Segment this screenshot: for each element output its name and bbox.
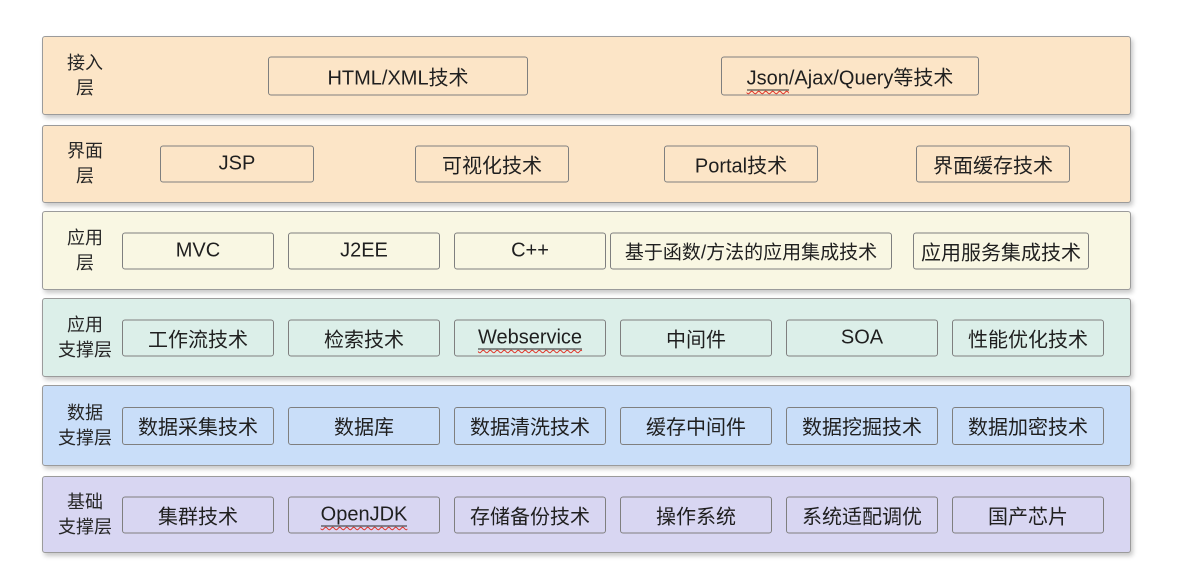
tech-box-label: Json/Ajax/Query等技术 [746,67,954,90]
layer-label-line: 界面 [67,141,103,161]
tech-box-label: 数据库 [334,417,394,439]
tech-box-label: 集群技术 [158,506,238,528]
app-support-layer-band: 应用支撑层 工作流技术 检索技术 Webservice 中间件 SOA 性能优化技术 [42,298,1131,377]
tech-box: 可视化技术 [415,145,569,183]
tech-box-label: J2EE [340,239,388,261]
tech-box: 系统适配调优 [786,496,938,533]
tech-box: 缓存中间件 [620,406,772,445]
tech-box: HTML/XML技术 [268,56,528,95]
tech-box: 集群技术 [122,496,274,533]
tech-box: JSP [160,145,314,183]
layer-label-line: 数据 [67,402,103,423]
tech-box-label: 存储备份技术 [470,506,590,528]
layer-label-line: 支撑层 [58,339,112,360]
tech-box-label: 性能优化技术 [968,329,1088,351]
access-layer-band: 接入层 HTML/XML技术 Json/Ajax/Query等技术 [42,36,1131,115]
tech-box: Json/Ajax/Query等技术 [721,56,979,95]
tech-box-label: 数据挖掘技术 [802,417,922,439]
layer-label-line: 应用 [67,227,103,248]
layer-label-line: 应用 [67,314,103,335]
tech-box-label: 数据采集技术 [138,417,258,439]
tech-box: Webservice [454,319,606,356]
tech-box: OpenJDK [288,496,440,533]
tech-box-label: JSP [218,152,256,175]
tech-box: 数据挖掘技术 [786,406,938,445]
tech-box-label: C++ [511,239,549,261]
layer-label-line: 层 [76,77,94,98]
tech-box: 国产芯片 [952,496,1104,533]
data-support-layer-label: 数据支撑层 [47,401,123,451]
tech-box: 基于函数/方法的应用集成技术 [610,232,892,269]
tech-box-label: 检索技术 [324,329,404,351]
misspelled-word: Json [746,67,789,90]
tech-box: Portal技术 [664,145,818,183]
tech-box: 检索技术 [288,319,440,356]
layer-label-line: 基础 [67,491,103,512]
tech-box-label: 应用服务集成技术 [921,242,1081,264]
tech-box: 操作系统 [620,496,772,533]
tech-box: 应用服务集成技术 [913,232,1089,269]
ui-layer-label: 界面层 [47,139,123,189]
tech-box-label: OpenJDK [320,503,408,526]
tech-box-label: 中间件 [666,329,726,351]
layer-label-line: 支撑层 [58,427,112,448]
tech-box-label: 操作系统 [656,506,736,528]
tech-box-label: 工作流技术 [148,329,248,351]
access-layer-label: 接入层 [47,51,123,101]
tech-box: 性能优化技术 [952,319,1104,356]
tech-box: C++ [454,232,606,269]
tech-box-label: 界面缓存技术 [933,155,1053,178]
tech-box: 数据清洗技术 [454,406,606,445]
tech-box-label: HTML/XML技术 [327,67,469,89]
tech-box-label: 数据清洗技术 [470,417,590,439]
misspelled-word: OpenJDK [320,503,408,526]
tech-box: SOA [786,319,938,356]
application-layer-band: 应用层 MVC J2EE C++ 基于函数/方法的应用集成技术 应用服务集成技术 [42,211,1131,290]
tech-box-label: 缓存中间件 [646,417,746,439]
tech-box-label: 国产芯片 [988,506,1068,528]
layer-label-line: 层 [76,252,94,273]
tech-box: J2EE [288,232,440,269]
data-support-layer-band: 数据支撑层数据采集技术数据库数据清洗技术缓存中间件数据挖掘技术数据加密技术 [42,385,1131,466]
misspelled-word: Webservice [477,326,583,349]
tech-box-label: Portal技术 [694,155,788,178]
tech-box-label: 基于函数/方法的应用集成技术 [624,242,878,263]
tech-box: 存储备份技术 [454,496,606,533]
application-layer-label: 应用层 [47,226,123,276]
tech-box: MVC [122,232,274,269]
infra-support-layer-label: 基础支撑层 [47,490,123,540]
tech-box-label: 可视化技术 [442,155,542,178]
tech-box: 工作流技术 [122,319,274,356]
tech-box: 数据加密技术 [952,406,1104,445]
tech-box: 数据库 [288,406,440,445]
layer-label-line: 层 [76,166,94,186]
tech-box-label: MVC [175,239,221,261]
tech-box-label: 数据加密技术 [968,417,1088,439]
app-support-layer-label: 应用支撑层 [47,313,123,363]
infra-support-layer-band: 基础支撑层 集群技术 OpenJDK 存储备份技术 操作系统 系统适配调优 国产芯片 [42,476,1131,553]
tech-box: 中间件 [620,319,772,356]
layer-label-line: 接入 [67,52,103,73]
tech-box: 界面缓存技术 [916,145,1070,183]
tech-box: 数据采集技术 [122,406,274,445]
tech-box-label: Webservice [477,326,583,349]
layer-label-line: 支撑层 [58,516,112,537]
ui-layer-band: 界面层 JSP 可视化技术 Portal技术 界面缓存技术 [42,125,1131,203]
tech-box-label: SOA [840,326,884,348]
tech-box-label: 系统适配调优 [802,506,922,528]
